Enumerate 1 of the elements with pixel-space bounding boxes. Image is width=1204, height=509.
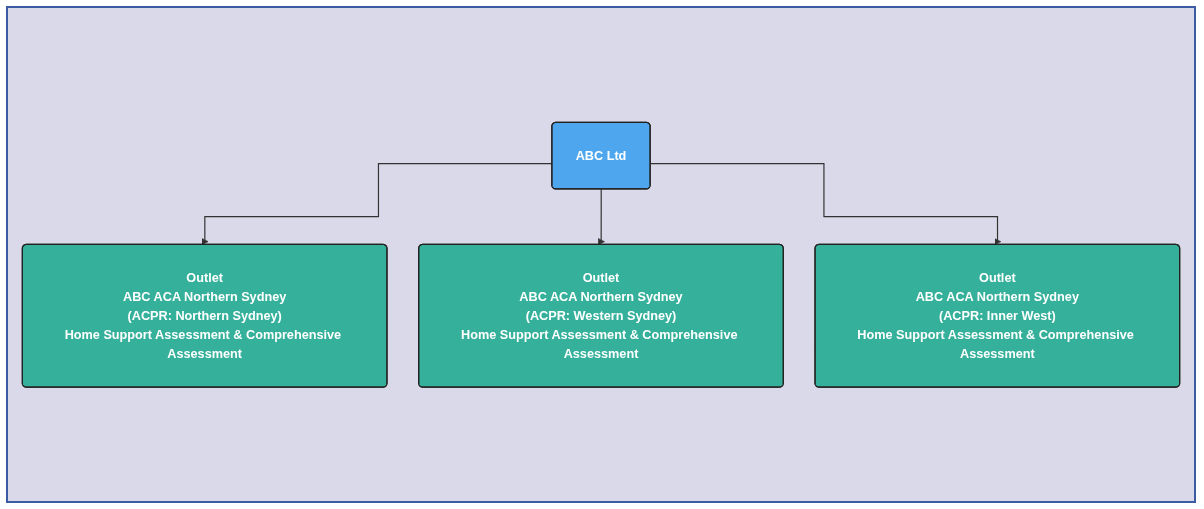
arrow [597, 188, 605, 245]
